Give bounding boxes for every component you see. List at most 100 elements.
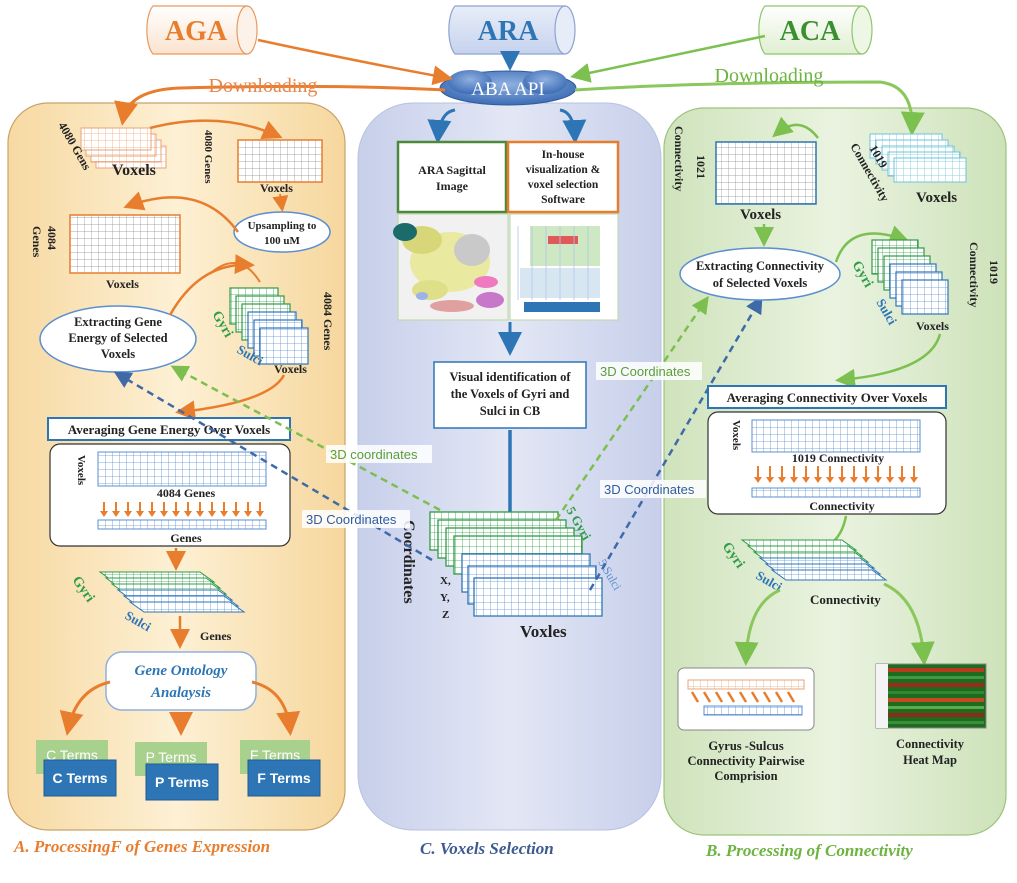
coord-label-bg-2 <box>302 510 410 528</box>
downloading-left-label: Downloading <box>209 75 318 97</box>
p-terms-cards: P Terms P Terms <box>135 742 219 801</box>
conn-1019-side-b: Connectivity <box>967 242 981 307</box>
coordinates-voxel-stack <box>429 511 603 617</box>
ara-sagittal-image <box>393 213 509 321</box>
aba-api-cloud: ABA API <box>439 70 577 106</box>
f-terms-label: F Terms <box>257 770 311 786</box>
gyri-sulci-stack-a <box>229 287 309 365</box>
gyri-to-averaging-arrow <box>175 374 286 421</box>
inhouse-software-box <box>506 140 620 214</box>
conn-avg-arrowheads <box>754 477 918 483</box>
upsampling-label: Upsampling to <box>248 220 317 232</box>
conn-1019-avg-label: 1019 Connectivity <box>792 451 884 465</box>
aga-to-api-arrow <box>257 38 453 86</box>
aga-cylinder: AGA <box>146 5 258 55</box>
extract-gene-line1: Extracting Gene <box>74 315 162 329</box>
f-terms-cards: F Terms F Terms <box>240 740 321 797</box>
visual-line2: the Voxels of Gyri and <box>451 387 570 401</box>
coord-link-green-right <box>554 295 709 521</box>
connectivity-label-b2: Connectivity <box>810 592 881 607</box>
conn-1021-label-b: Connectivity <box>672 126 686 191</box>
y-label: Y, <box>440 592 450 604</box>
download-right-arrow <box>574 80 925 136</box>
panel-c-title: C. Voxels Selection <box>420 839 554 858</box>
gyri-sulci-stack-b <box>871 239 949 315</box>
gene-avg-grid <box>97 451 267 487</box>
coord-label-blue-left: 3D Coordinates <box>306 512 397 527</box>
aga-label: AGA <box>165 16 228 47</box>
panel-b-title: B. Processing of Connectivity <box>705 841 913 860</box>
visual-line1: Visual identification of <box>449 370 571 384</box>
voxels-label-a4: Voxels <box>274 362 307 376</box>
upsampling-label-2: 100 uM <box>264 235 300 247</box>
stack-to-pairwise-arrow <box>734 588 781 666</box>
upsampling-ellipse <box>233 211 331 253</box>
conn-avg-arrows <box>757 466 915 478</box>
voxels-label-a2: Voxels <box>260 181 293 195</box>
voxel-grid-b1 <box>715 141 817 205</box>
visual-line3: Sulci in CB <box>480 404 540 418</box>
genes-4084-side-label-2: Genes <box>30 226 44 258</box>
conn-1019-side-a: 1019 <box>987 260 1001 284</box>
extract-conn-line2: of Selected Voxels <box>713 276 808 290</box>
c-terms-back-label: C Terms <box>46 747 98 763</box>
aca-to-api-arrow <box>570 34 766 83</box>
gyri-sulci-strips-b <box>740 539 888 581</box>
p-terms-back-label: P Terms <box>146 749 197 765</box>
ara-sagittal-box <box>396 140 508 214</box>
extract-gene-line2: Energy of Selected <box>68 331 167 345</box>
download-left-arrow <box>114 84 446 126</box>
ara-sagittal-line2: Image <box>436 179 469 193</box>
coord-label-blue-right: 3D Coordinates <box>604 482 695 497</box>
stack-to-grid-b-arrow <box>772 116 819 139</box>
voxel-grid-a3 <box>69 214 181 274</box>
connectivity-voxel-stack <box>869 133 967 183</box>
heatmap-line2: Heat Map <box>903 753 957 767</box>
pairwise-comparison-graphic <box>677 667 815 731</box>
visual-identification-box <box>433 361 587 429</box>
genes-label-a2: Genes <box>200 629 232 643</box>
heat-map-graphic <box>875 663 987 729</box>
gene-ontology-line2: Analaysis <box>150 685 211 701</box>
gene-avg-arrowheads <box>100 511 264 517</box>
ara-sagittal-line1: ARA Sagittal <box>418 163 486 177</box>
coordinates-label: Coordinates <box>400 520 417 604</box>
downloading-right-label: Downloading <box>715 65 824 87</box>
gene-avg-arrows <box>103 502 261 512</box>
go-to-fterms-arrow <box>251 680 301 736</box>
c-terms-label: C Terms <box>53 770 108 786</box>
extract-gene-line3: Voxels <box>101 347 135 361</box>
gene-ontology-box <box>105 651 257 711</box>
x-label: X, <box>440 575 451 587</box>
voxles-label: Voxles <box>520 622 567 641</box>
inhouse-line1: In-house <box>542 149 585 161</box>
voxels-vertical-a: Voxels <box>75 455 87 486</box>
gene-ontology-line1: Gene Ontology <box>135 663 228 679</box>
f-terms-back-label: F Terms <box>250 747 300 763</box>
extract-connectivity-ellipse <box>679 247 841 301</box>
aca-cylinder: ACA <box>758 5 873 55</box>
c-terms-cards: C Terms C Terms <box>36 740 117 797</box>
extract-to-gyri-b-arrow <box>834 225 910 263</box>
conn-avg-grid <box>751 419 921 453</box>
voxels-label-b3: Voxels <box>916 319 949 333</box>
averaging-conn-label: Averaging Connectivity Over Voxels <box>727 390 928 405</box>
software-screenshot <box>509 213 619 321</box>
averaging-gene-label: Averaging Gene Energy Over Voxels <box>68 422 270 437</box>
ara-cylinder: ARA <box>448 5 576 55</box>
z-label: Z <box>442 609 449 621</box>
p-terms-label: P Terms <box>155 774 209 790</box>
genes-label-a: Genes <box>170 531 202 545</box>
gene-voxel-stack <box>80 127 167 169</box>
voxels-label-b2: Voxels <box>916 190 957 206</box>
upsample-to-grid-arrow <box>123 191 240 233</box>
pairwise-line3: Comprision <box>714 769 777 783</box>
genes-4084-right-label: 4084 Genes <box>321 292 335 351</box>
extract-to-gyri-arrow <box>168 254 255 316</box>
api-to-software-arrow <box>559 108 587 144</box>
coord-label-bg-3 <box>596 362 702 380</box>
coord-label-bg-4 <box>600 480 706 498</box>
voxels-label-a1: Voxels <box>112 162 156 179</box>
